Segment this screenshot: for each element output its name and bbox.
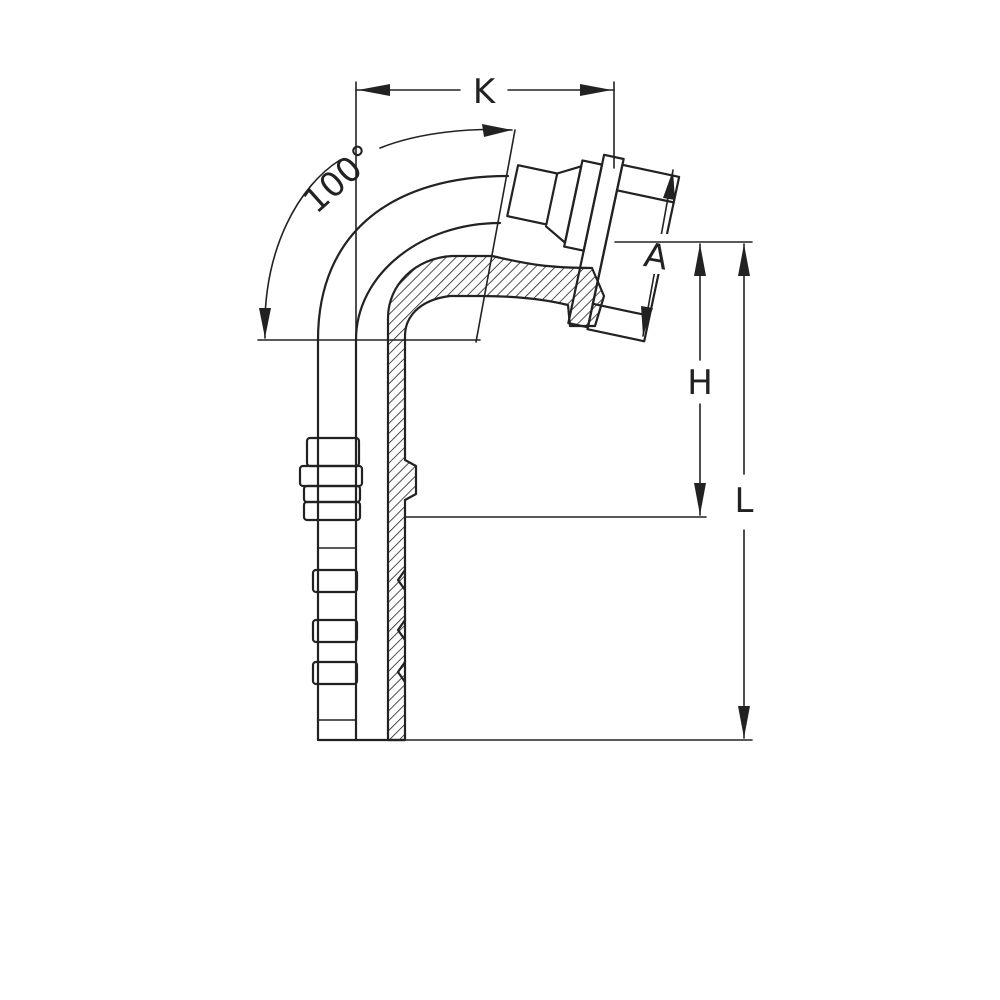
angle-oblique-line	[475, 129, 516, 343]
fitting-body	[298, 153, 681, 742]
arrowhead	[358, 84, 390, 96]
l-label: L	[735, 481, 754, 521]
arrowhead	[259, 308, 271, 338]
barb-teeth	[396, 568, 407, 684]
flange-neck	[506, 164, 559, 226]
section-wall-hatched	[386, 254, 606, 742]
angle-label: 100°	[296, 137, 384, 222]
collar-ring	[302, 484, 362, 504]
arrowhead	[738, 706, 750, 738]
flange-ring	[563, 159, 604, 252]
dimension-l: L	[404, 243, 754, 741]
inner-bore-wall	[354, 221, 502, 742]
hose-tail-rings	[298, 436, 364, 721]
barb-ring	[311, 618, 359, 644]
arrowhead	[663, 170, 675, 200]
dimension-k: K	[355, 72, 615, 339]
arrowhead	[738, 244, 750, 276]
arrowhead	[482, 124, 512, 137]
collar-ring	[298, 464, 364, 488]
k-label: K	[473, 72, 497, 112]
h-label: H	[687, 363, 713, 403]
collar-ring	[302, 500, 362, 522]
arrowhead	[694, 483, 706, 515]
arrowhead	[580, 84, 612, 96]
dimension-a: A	[641, 169, 675, 337]
outer-tube-wall	[316, 174, 510, 742]
barb-ring	[311, 568, 359, 594]
angle-arc-left	[264, 159, 341, 339]
arrowhead	[694, 244, 706, 276]
dimension-angle: 100°	[257, 124, 516, 343]
dimension-h: H	[404, 241, 753, 518]
arrowhead	[641, 306, 653, 336]
barb-ring	[311, 660, 359, 686]
flange-taper	[544, 165, 583, 244]
collar-ring	[305, 436, 361, 468]
